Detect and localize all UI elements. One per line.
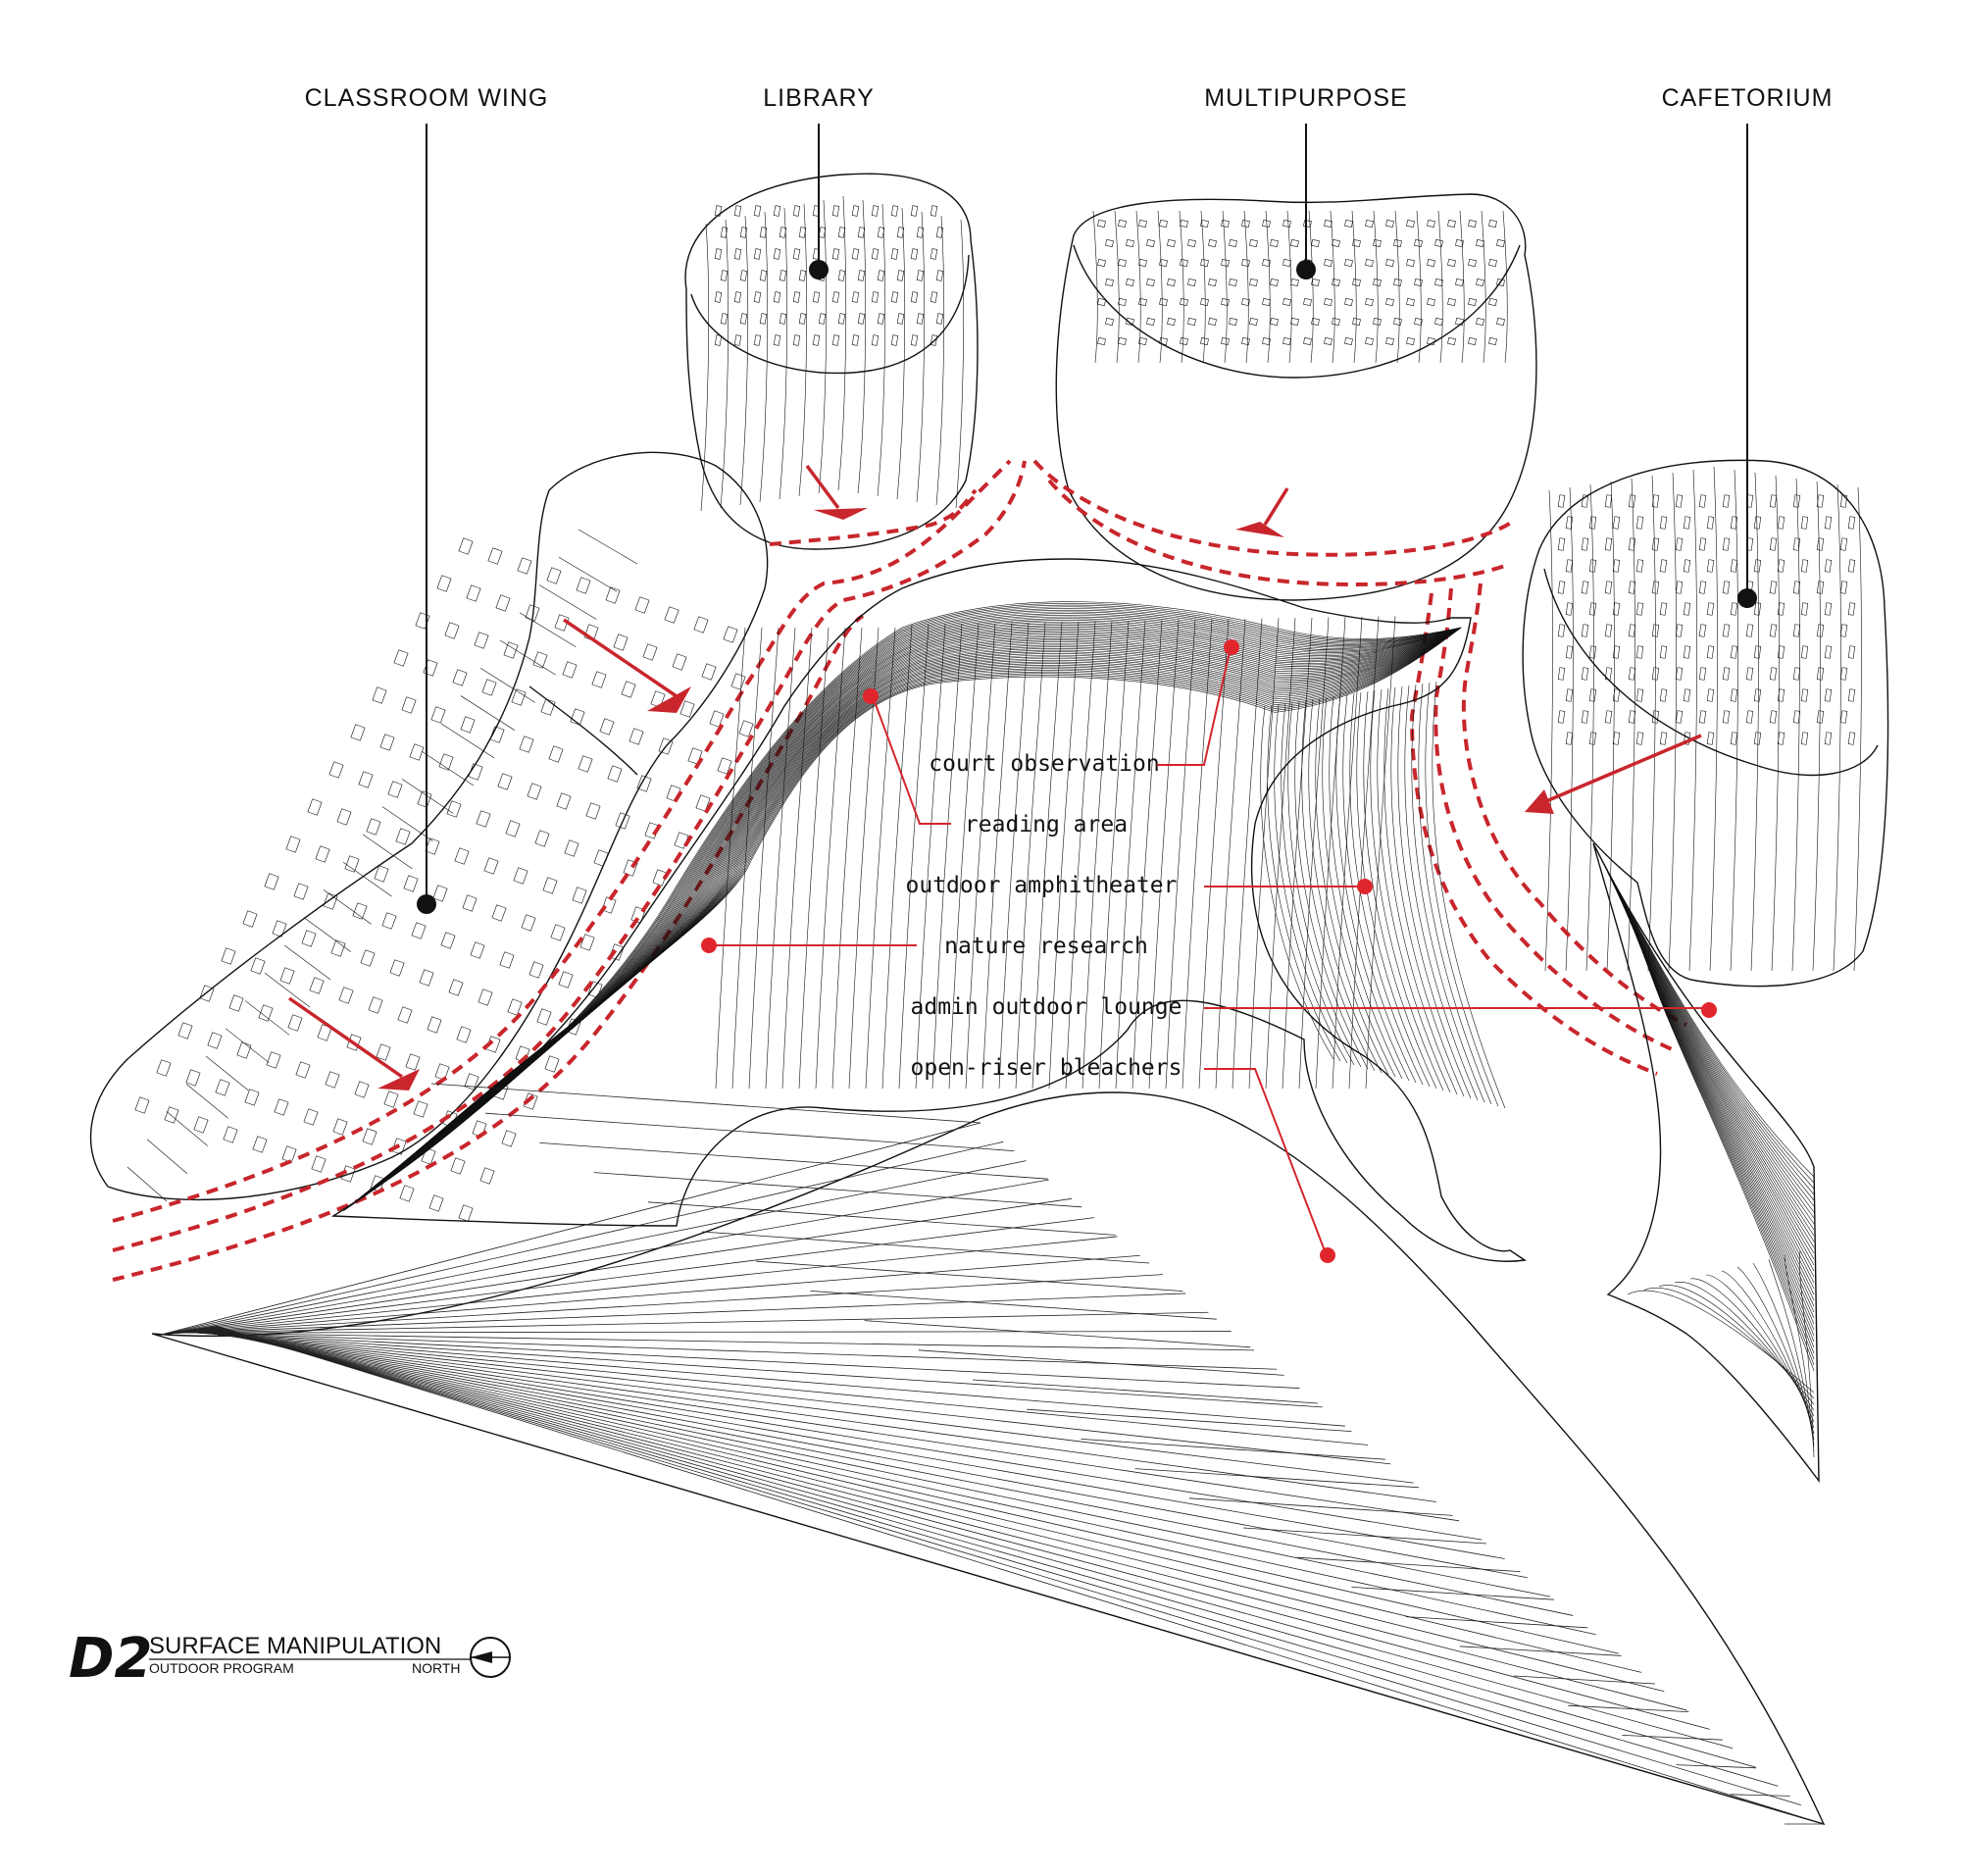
ribbon-surface — [1592, 842, 1820, 1484]
callout-open-riser-bleachers: open-riser bleachers — [911, 1055, 1335, 1263]
callout-library: LIBRARY — [763, 84, 875, 279]
arrow-classroom-lower — [288, 996, 420, 1090]
building-callouts: CLASSROOM WING LIBRARY MULTIPURPOSE CAFE… — [305, 84, 1834, 914]
arrow-multipurpose — [1235, 487, 1289, 537]
label-library: LIBRARY — [763, 84, 875, 112]
multipurpose-volume — [1055, 193, 1537, 601]
north-arrow-icon — [470, 1637, 511, 1678]
callout-nature-research: nature research — [701, 934, 1148, 959]
reading-area-marker — [863, 688, 879, 704]
flow-arrows — [288, 464, 1702, 1090]
arrow-cafetorium — [1525, 734, 1702, 814]
label-court-observation: court observation — [929, 751, 1159, 777]
north-label: NORTH — [412, 1660, 461, 1676]
label-multipurpose: MULTIPURPOSE — [1204, 84, 1407, 112]
callout-admin-outdoor-lounge: admin outdoor lounge — [911, 994, 1717, 1020]
arrow-classroom-upper — [563, 618, 691, 713]
callout-multipurpose: MULTIPURPOSE — [1204, 84, 1407, 279]
admin-outdoor-lounge-marker — [1701, 1002, 1717, 1018]
open-riser-bleachers-marker — [1320, 1247, 1335, 1263]
cafetorium-volume — [1522, 459, 1889, 988]
library-volume — [684, 173, 979, 550]
multipurpose-marker — [1296, 260, 1316, 279]
program-callouts: court observation reading area outdoor a… — [701, 639, 1717, 1263]
callout-court-observation: court observation — [929, 639, 1239, 777]
label-open-riser-bleachers: open-riser bleachers — [911, 1055, 1182, 1081]
label-nature-research: nature research — [944, 934, 1148, 959]
label-classroom-wing: CLASSROOM WING — [305, 84, 549, 112]
outdoor-amphitheater-marker — [1357, 879, 1373, 894]
callout-classroom-wing: CLASSROOM WING — [305, 84, 549, 914]
drawing-subtitle: OUTDOOR PROGRAM — [149, 1660, 294, 1676]
drawing-title: SURFACE MANIPULATION — [149, 1633, 441, 1659]
label-reading-area: reading area — [965, 812, 1128, 837]
drawing-code: D2 — [69, 1627, 152, 1691]
classroom-wing-marker — [417, 894, 436, 914]
landform-surface — [330, 558, 1527, 1262]
title-block: D2 SURFACE MANIPULATION OUTDOOR PROGRAM … — [69, 1627, 511, 1691]
label-cafetorium: CAFETORIUM — [1662, 84, 1834, 112]
classroom-wing-volume — [89, 451, 769, 1222]
nature-research-marker — [701, 938, 717, 953]
callout-reading-area: reading area — [863, 688, 1128, 837]
label-admin-outdoor-lounge: admin outdoor lounge — [911, 994, 1182, 1020]
cafetorium-marker — [1737, 588, 1757, 608]
callout-cafetorium: CAFETORIUM — [1662, 84, 1834, 608]
court-observation-marker — [1224, 639, 1239, 655]
library-marker — [809, 260, 829, 279]
zone-boundaries — [112, 459, 1687, 1282]
arrow-library — [805, 464, 868, 520]
callout-outdoor-amphitheater: outdoor amphitheater — [906, 873, 1373, 898]
label-outdoor-amphitheater: outdoor amphitheater — [906, 873, 1178, 898]
bleachers — [151, 1083, 1826, 1826]
